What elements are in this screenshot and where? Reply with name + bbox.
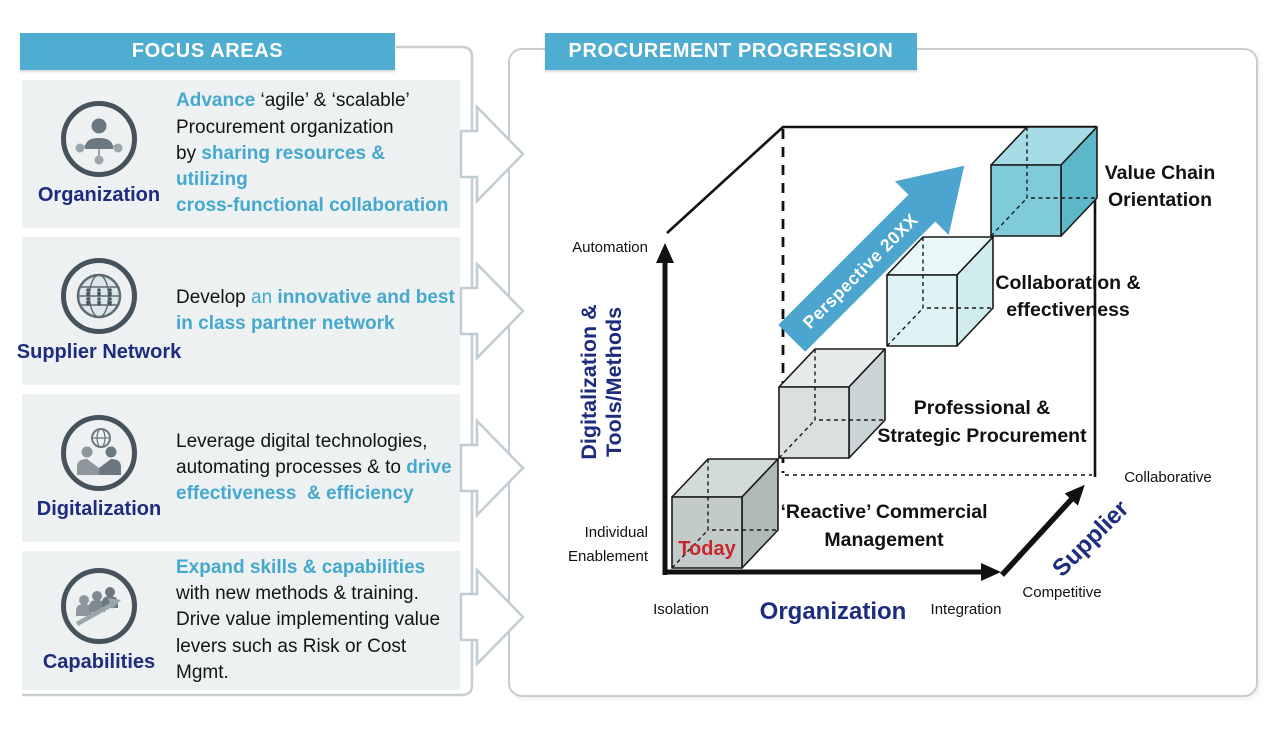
stage-cube-reactive [671,458,779,569]
organization-icon-column: Organization [22,80,176,228]
focus-label-capabilities: Capabilities [42,650,156,673]
stage-cube-collaboration [886,236,994,347]
flow-arrow-4 [459,566,525,668]
stage-label-professional-2: Strategic Procurement [877,425,1087,447]
supplier-network-icon-column: Supplier Network [17,237,181,385]
focus-areas-header: FOCUS AREAS [20,33,395,70]
svg-text:Tools/Methods: Tools/Methods [602,307,626,457]
capabilities-icon-column: Capabilities [22,551,176,690]
focus-areas-title: FOCUS AREAS [131,40,284,62]
y-axis-bottom-label-2: Enablement [568,548,649,565]
z-axis-far-label: Collaborative [1124,469,1212,486]
flow-arrow-1 [459,103,525,205]
focus-row-supplier-network: Supplier Network Develop an innovative a… [17,237,460,385]
organization-network-icon [75,118,123,165]
focus-text-organization: Advance ‘agile’ & ‘scalable’Procurement … [176,90,449,217]
flow-arrow-2 [459,260,525,362]
focus-row-capabilities: Capabilities Expand skills & capabilitie… [22,551,460,690]
supplier-axis [999,484,1085,577]
focus-label-digitalization: Digitalization [36,498,162,520]
stage-label-collaboration-1: Collaboration & [995,272,1140,294]
x-axis-right-label: Integration [931,601,1002,618]
focus-text-digitalization: Leverage digital technologies,automating… [176,430,452,505]
stage-label-value-chain-2: Orientation [1108,189,1212,211]
focus-label-supplier-network: Supplier Network [16,341,182,363]
digitalization-icon-column: Digitalization [22,394,176,542]
stage-label-professional-1: Professional & [914,397,1051,419]
flow-arrow-3 [459,417,525,519]
svg-text:Digitalization &: Digitalization & [577,304,601,459]
y-axis-bottom-label-1: Individual [585,524,648,541]
people-growth-arrow-icon [75,586,121,626]
x-axis-left-label: Isolation [653,601,709,618]
frame-outline [666,125,1097,477]
focus-row-organization: Organization Advance ‘agile’ & ‘scalable… [22,80,460,228]
procurement-progression-header: PROCUREMENT PROGRESSION [545,33,917,70]
stage-label-reactive-2: Management [824,529,944,551]
focus-row-digitalization: Digitalization Leverage digital technolo… [22,394,460,542]
stage-label-reactive-1: ‘Reactive’ Commercial [780,501,987,523]
stage-cube-value-chain [990,126,1098,237]
focus-label-organization: Organization [37,184,161,206]
stage-cube-professional [778,348,886,459]
stage-label-collaboration-2: effectiveness [1006,299,1130,321]
globe-people-icon [76,273,122,319]
progression-diagram: Perspective 20XX Today ‘Reactive’ Commer… [568,125,1216,625]
digitalization-icon-circle [61,415,137,491]
z-axis-near-label: Competitive [1022,584,1101,601]
procurement-progression-title: PROCUREMENT PROGRESSION [568,40,894,62]
y-axis-top-label: Automation [572,239,648,256]
capabilities-icon-circle [61,567,137,644]
supplier-network-icon-circle [61,258,137,334]
y-axis-title: Digitalization & Tools/Methods [577,304,626,459]
x-axis-title: Organization [760,598,907,625]
stage-label-value-chain-1: Value Chain [1105,162,1216,184]
today-label: Today [678,538,736,560]
organization-icon-circle [61,101,137,177]
handshake-globe-icon [77,428,121,475]
